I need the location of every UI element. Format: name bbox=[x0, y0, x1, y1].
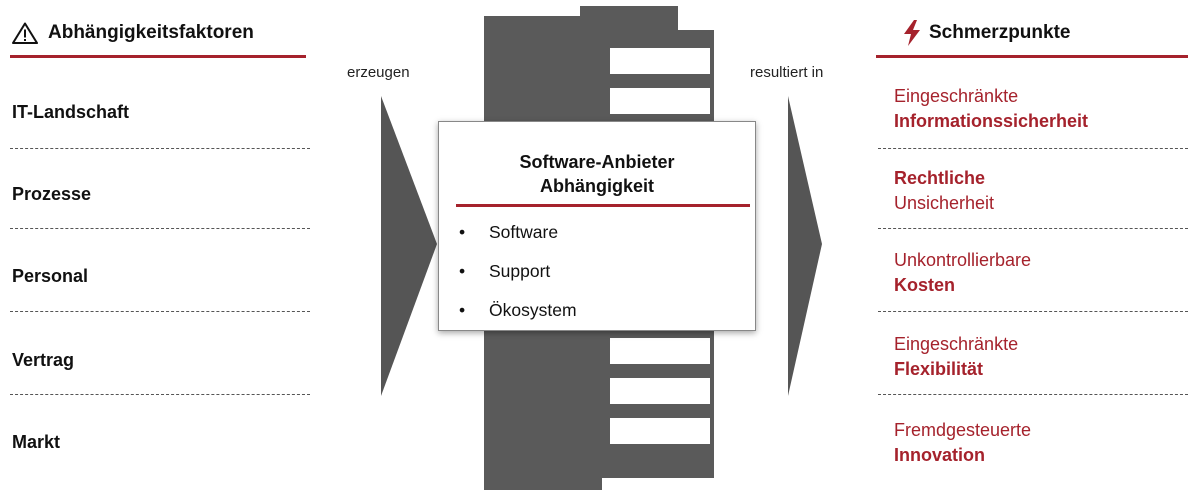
building-window bbox=[610, 378, 710, 404]
right-arrow bbox=[788, 96, 822, 396]
divider bbox=[878, 394, 1188, 395]
right-title-text: Schmerzpunkte bbox=[929, 22, 1071, 43]
pain-line2: Flexibilität bbox=[894, 359, 984, 379]
warning-icon bbox=[12, 22, 38, 44]
building-window bbox=[610, 88, 710, 114]
left-arrow-label: erzeugen bbox=[347, 64, 410, 81]
divider bbox=[10, 148, 310, 149]
left-title-rule bbox=[10, 55, 306, 58]
pain-line1: Eingeschränkte bbox=[894, 86, 1019, 106]
divider bbox=[10, 394, 310, 395]
right-section-title: Schmerzpunkte bbox=[903, 18, 1070, 48]
card-title: Software-Anbieter Abhängigkeit bbox=[439, 150, 755, 198]
right-title-rule bbox=[876, 55, 1188, 58]
card-title-line1: Software-Anbieter bbox=[519, 152, 675, 172]
card-rule bbox=[456, 204, 750, 207]
building-window bbox=[610, 338, 710, 364]
factor-vertrag: Vertrag bbox=[12, 350, 75, 370]
divider bbox=[878, 148, 1188, 149]
card-title-line2: Abhängigkeit bbox=[539, 176, 654, 196]
pain-line1: Rechtliche bbox=[894, 168, 986, 188]
pain-line2: Innovation bbox=[894, 445, 985, 465]
bullet-icon: • bbox=[459, 300, 466, 320]
card-list-item: • Software bbox=[459, 222, 577, 261]
card-item-oekosystem: Ökosystem bbox=[489, 300, 577, 320]
building-window bbox=[610, 48, 710, 74]
divider bbox=[878, 228, 1188, 229]
divider bbox=[10, 311, 310, 312]
left-title-text: Abhängigkeitsfaktoren bbox=[48, 22, 254, 43]
divider bbox=[10, 228, 310, 229]
pain-line1: Fremdgesteuerte bbox=[894, 420, 1032, 440]
pain-item: Unkontrollierbare Kosten bbox=[894, 248, 1031, 298]
pain-item: Fremdgesteuerte Innovation bbox=[894, 418, 1031, 468]
pain-line1: Eingeschränkte bbox=[894, 334, 1019, 354]
bullet-icon: • bbox=[459, 222, 466, 242]
divider bbox=[878, 311, 1188, 312]
pain-item: Eingeschränkte Informationssicherheit bbox=[894, 84, 1088, 134]
card-list-item: • Support bbox=[459, 261, 577, 300]
dependency-card: Software-Anbieter Abhängigkeit • Software… bbox=[438, 121, 756, 331]
pain-line1: Unkontrollierbare bbox=[894, 250, 1032, 270]
factor-it-landschaft: IT-Landschaft bbox=[12, 102, 130, 122]
card-list-item: • Ökosystem bbox=[459, 300, 577, 339]
left-arrow bbox=[381, 96, 437, 396]
factor-prozesse: Prozesse bbox=[12, 184, 92, 204]
pain-item: Eingeschränkte Flexibilität bbox=[894, 332, 1018, 382]
pain-item: Rechtliche Unsicherheit bbox=[894, 166, 994, 216]
factor-personal: Personal bbox=[12, 266, 89, 286]
pain-line2: Kosten bbox=[894, 275, 956, 295]
building-window bbox=[610, 418, 710, 444]
right-arrow-label: resultiert in bbox=[750, 64, 824, 81]
card-item-software: Software bbox=[489, 222, 559, 242]
pain-line2: Unsicherheit bbox=[894, 193, 995, 213]
left-section-title: Abhängigkeitsfaktoren bbox=[12, 18, 254, 48]
lightning-icon bbox=[904, 20, 920, 46]
card-item-support: Support bbox=[489, 261, 551, 281]
factor-markt: Markt bbox=[12, 432, 61, 452]
pain-line2: Informationssicherheit bbox=[894, 111, 1089, 131]
bullet-icon: • bbox=[459, 261, 466, 281]
card-list: • Software • Support • Ökosystem bbox=[459, 222, 577, 339]
